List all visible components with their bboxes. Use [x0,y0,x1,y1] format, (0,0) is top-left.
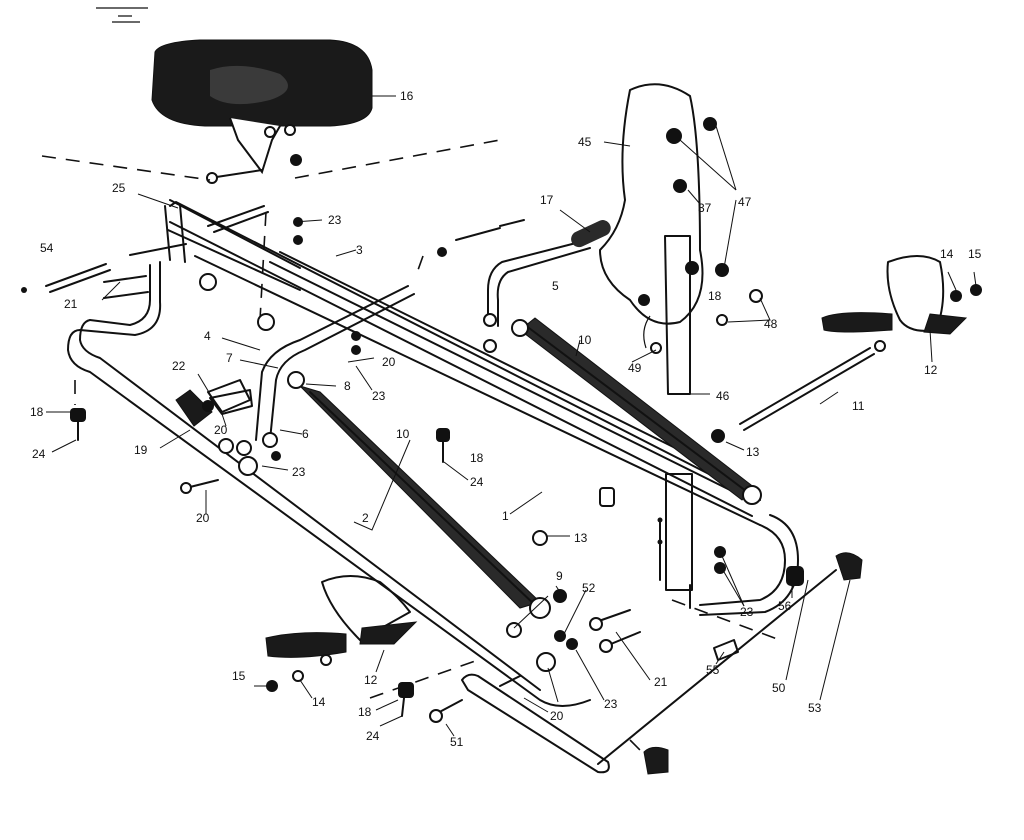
label-37: 37 [698,201,712,215]
label-20-lower-right: 20 [550,709,564,723]
label-18-lower: 18 [358,705,372,719]
label-24-center: 24 [470,475,484,489]
label-14-right: 14 [940,247,954,261]
header-mark [96,7,148,23]
label-13-left: 13 [574,531,588,545]
label-24-lower: 24 [366,729,380,743]
label-25: 25 [112,181,126,195]
label-13-right: 13 [746,445,760,459]
label-52: 52 [582,581,596,595]
label-11: 11 [852,399,865,413]
label-3: 3 [356,243,363,257]
alignment-guides [41,139,781,761]
handle-bar [255,285,415,441]
label-10-right: 10 [578,333,592,347]
hardware [21,205,982,723]
label-23-upper: 23 [328,213,342,227]
rear-handle [483,220,611,353]
label-55: 55 [706,663,720,677]
label-5: 5 [552,279,559,293]
label-20-upper: 20 [382,355,396,369]
label-50: 50 [772,681,786,695]
label-14-left: 14 [312,695,326,709]
label-46: 46 [716,389,730,403]
label-19: 19 [134,443,148,457]
label-10-left: 10 [396,427,410,441]
label-48: 48 [764,317,778,331]
frame-rails [67,201,799,707]
label-9: 9 [556,569,563,583]
label-7: 7 [226,351,233,365]
label-16: 16 [400,89,414,103]
right-piston [511,317,762,505]
label-21-upper: 21 [64,297,78,311]
label-18-left: 18 [30,405,44,419]
label-2: 2 [362,511,369,525]
label-23-center: 23 [372,389,386,403]
label-51: 51 [450,735,464,749]
label-56: 56 [778,599,792,613]
label-12-left: 12 [364,673,378,687]
left-piston [287,371,551,619]
left-foot-pedal [265,575,418,666]
leader-lines [46,95,977,737]
label-53: 53 [808,701,822,715]
rear-base-bar [461,552,863,775]
label-23-left: 23 [292,465,306,479]
part-labels: 16 25 54 21 23 3 17 5 45 47 37 18 48 14 … [30,89,982,749]
label-20-lower-left: 20 [196,511,210,525]
label-22: 22 [172,359,186,373]
label-18-backrest: 18 [708,289,722,303]
label-15-left: 15 [232,669,246,683]
label-23-lower-center: 23 [604,697,618,711]
label-8: 8 [344,379,351,393]
label-49: 49 [628,361,642,375]
label-45: 45 [578,135,592,149]
long-rod [711,347,875,443]
rear-upright [657,473,693,591]
label-15-right: 15 [968,247,982,261]
label-4: 4 [204,329,211,343]
label-47: 47 [738,195,752,209]
label-18-center: 18 [470,451,484,465]
label-24-left: 24 [32,447,46,461]
label-1: 1 [502,509,509,523]
label-6: 6 [302,427,309,441]
front-crossbar [167,199,301,291]
front-foot-pad [175,379,251,427]
label-23-lower-right: 23 [740,605,754,619]
seat-cushion [151,39,373,184]
backrest [599,83,729,395]
label-54: 54 [40,241,54,255]
label-17: 17 [540,193,554,207]
right-foot-pedal [821,255,968,352]
label-20-left: 20 [214,423,228,437]
label-12-right: 12 [924,363,938,377]
label-21-lower: 21 [654,675,668,689]
